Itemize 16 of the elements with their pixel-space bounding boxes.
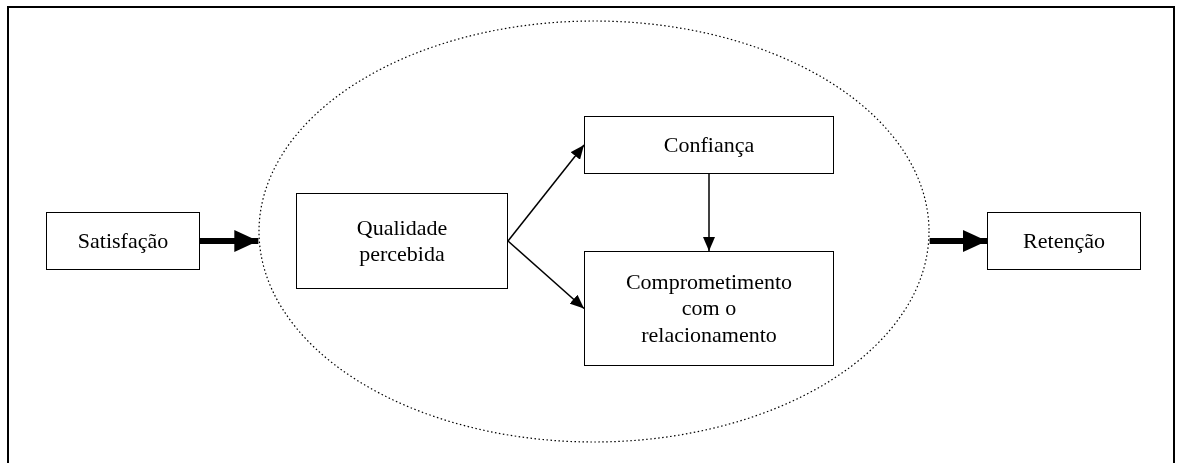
process-box <box>584 116 834 174</box>
arrow <box>200 230 259 252</box>
process-box <box>296 193 508 289</box>
box-label: Confiança <box>663 131 755 159</box>
arrow <box>929 230 987 252</box>
arrow <box>703 173 715 252</box>
process-box <box>46 212 200 270</box>
process-box <box>584 251 834 366</box>
dotted-ellipse <box>258 20 930 443</box>
box-label: Comprometimento com o relacionamento <box>624 268 794 349</box>
box-label: Satisfação <box>77 227 169 255</box>
box-label: Qualidade percebida <box>355 214 449 268</box>
process-box <box>987 212 1141 270</box>
box-label: Retenção <box>1023 227 1105 255</box>
arrow <box>507 144 585 242</box>
arrow <box>507 240 585 310</box>
